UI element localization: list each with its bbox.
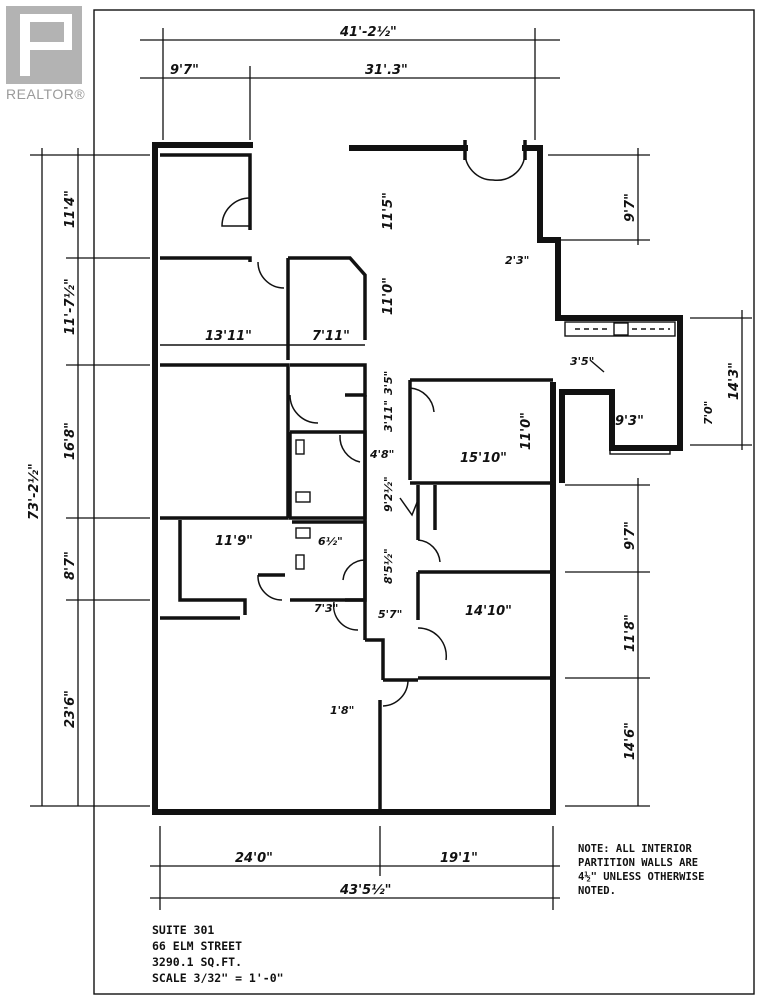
room-label: 3'5" bbox=[570, 355, 594, 368]
room-label: 3'11" bbox=[382, 400, 395, 432]
dim-left-5: 23'6" bbox=[63, 690, 78, 728]
room-label: 11'9" bbox=[215, 534, 253, 549]
svg-text:PARTITION WALLS ARE: PARTITION WALLS ARE bbox=[578, 857, 698, 869]
washroom-fixtures bbox=[295, 439, 311, 570]
svg-text:4½" UNLESS OTHERWISE: 4½" UNLESS OTHERWISE bbox=[578, 871, 704, 883]
sink-icon bbox=[295, 554, 305, 570]
realtor-logo-text: REALTOR® bbox=[6, 86, 86, 102]
interior-walls bbox=[160, 153, 676, 812]
room-label: 2'3" bbox=[505, 254, 529, 267]
right-dimensions: 9'7" 14'3" 9'7" 11'8" 14'6" bbox=[548, 148, 752, 807]
dim-right-4: 11'8" bbox=[623, 614, 638, 652]
room-label: 15'10" bbox=[460, 451, 507, 466]
realtor-r-logo-icon bbox=[6, 6, 82, 84]
svg-text:SUITE 301: SUITE 301 bbox=[152, 923, 214, 937]
room-label: 3'5" bbox=[382, 371, 395, 395]
dim-right-2: 14'3" bbox=[727, 362, 742, 400]
dim-top-left: 9'7" bbox=[170, 63, 199, 78]
room-dimension-labels: 11'5" 11'0" 13'11" 7'11" 2'3" 3'5" 9'3" … bbox=[205, 192, 715, 717]
room-label: 11'0" bbox=[381, 277, 396, 315]
suite-info: SUITE 301 66 ELM STREET 3290.1 SQ.FT. SC… bbox=[152, 923, 284, 985]
room-label: 11'5" bbox=[381, 192, 396, 230]
svg-text:3290.1 SQ.FT.: 3290.1 SQ.FT. bbox=[152, 955, 242, 969]
toilet-icon bbox=[295, 527, 311, 539]
room-label: 5'7" bbox=[378, 608, 402, 621]
svg-text:NOTED.: NOTED. bbox=[578, 885, 616, 897]
partition-note: NOTE: ALL INTERIOR PARTITION WALLS ARE 4… bbox=[578, 843, 704, 897]
room-label: 9'3" bbox=[615, 414, 644, 429]
doors bbox=[221, 149, 671, 707]
room-label: 6½" bbox=[318, 535, 343, 548]
svg-text:NOTE: ALL INTERIOR: NOTE: ALL INTERIOR bbox=[578, 843, 692, 855]
window-sill bbox=[609, 445, 671, 455]
realtor-logo: REALTOR® bbox=[6, 6, 86, 102]
dim-right-5: 14'6" bbox=[623, 722, 638, 760]
dim-top-right: 31'.3" bbox=[365, 63, 408, 78]
room-label: 7'11" bbox=[312, 329, 350, 344]
room-label: 8'5½" bbox=[382, 548, 395, 584]
room-label: 14'10" bbox=[465, 604, 512, 619]
dim-right-3: 9'7" bbox=[623, 521, 638, 550]
dim-top-total: 41'-2½" bbox=[339, 25, 397, 40]
room-label: 7'3" bbox=[314, 602, 338, 615]
exterior-walls bbox=[152, 140, 683, 815]
bottom-dimensions: 24'0" 19'1" 43'5½" bbox=[150, 826, 560, 910]
top-dimensions: 41'-2½" 9'7" 31'.3" bbox=[140, 25, 560, 140]
svg-text:66 ELM STREET: 66 ELM STREET bbox=[152, 939, 242, 953]
dim-right-1: 9'7" bbox=[623, 193, 638, 222]
room-label: 7'0" bbox=[702, 401, 715, 425]
dim-bottom-total: 43'5½" bbox=[339, 883, 391, 898]
dim-left-1: 11'4" bbox=[63, 190, 78, 228]
left-dimensions: 73'-2½" 11'4" 11'-7½" 16'8" 8'7" 23'6" bbox=[27, 148, 150, 807]
room-label: 11'0" bbox=[519, 412, 534, 450]
toilet-icon bbox=[295, 439, 305, 455]
kitchen-counter bbox=[564, 321, 676, 337]
room-label: 9'2½" bbox=[382, 476, 395, 512]
dim-bottom-right: 19'1" bbox=[440, 851, 478, 866]
room-label: 4'8" bbox=[369, 448, 394, 461]
room-label: 13'11" bbox=[205, 329, 252, 344]
sink-icon bbox=[295, 491, 311, 503]
dim-left-total: 73'-2½" bbox=[27, 463, 42, 520]
dim-left-3: 16'8" bbox=[63, 422, 78, 460]
dim-bottom-left: 24'0" bbox=[235, 851, 273, 866]
dim-left-4: 8'7" bbox=[63, 551, 78, 580]
drawing-border bbox=[93, 9, 755, 995]
dim-left-2: 11'-7½" bbox=[63, 278, 78, 335]
svg-text:SCALE 3/32" = 1'-0": SCALE 3/32" = 1'-0" bbox=[152, 971, 284, 985]
room-label: 1'8" bbox=[330, 704, 354, 717]
